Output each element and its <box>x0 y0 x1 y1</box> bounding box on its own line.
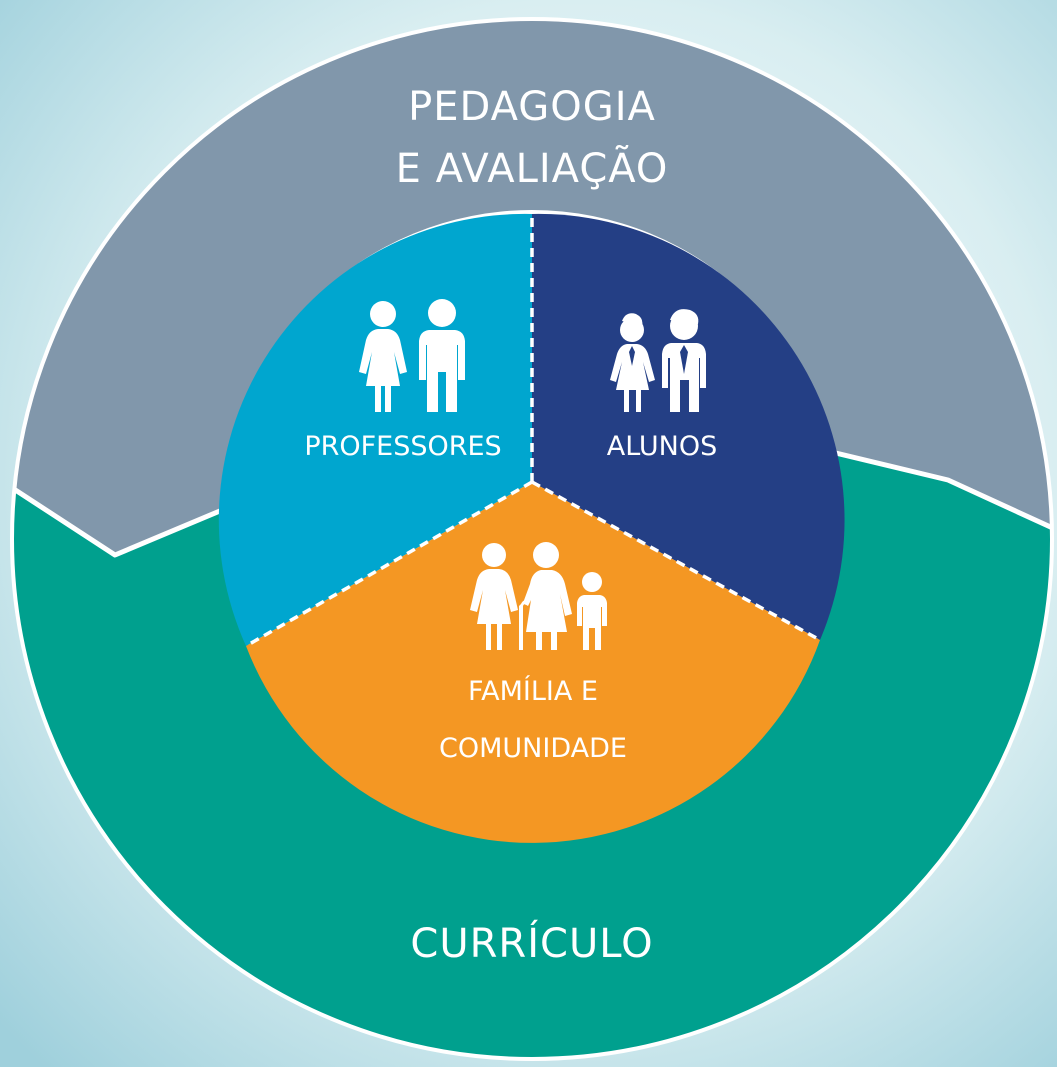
familia-segment <box>246 482 820 843</box>
outer-ring-border <box>10 17 1054 1061</box>
students-ties <box>629 345 688 374</box>
professores-segment <box>218 213 532 646</box>
divider-alunos-familia <box>531 480 821 642</box>
professores-label: PROFESSORES <box>304 431 501 462</box>
teachers-icon <box>359 299 465 412</box>
divider-familia-professores <box>245 480 533 648</box>
alunos-segment <box>532 213 845 640</box>
pedagogia-label-line2: E AVALIAÇÃO <box>396 144 669 192</box>
family-icon <box>470 542 607 650</box>
inner-circle <box>218 210 845 843</box>
familia-label-line1: FAMÍLIA E <box>468 675 598 707</box>
familia-label-line2: COMUNIDADE <box>439 733 627 764</box>
pedagogia-label-line1: PEDAGOGIA <box>408 84 656 130</box>
curriculo-label: CURRÍCULO <box>410 919 653 967</box>
students-icon <box>610 309 706 412</box>
alunos-label: ALUNOS <box>607 431 718 462</box>
